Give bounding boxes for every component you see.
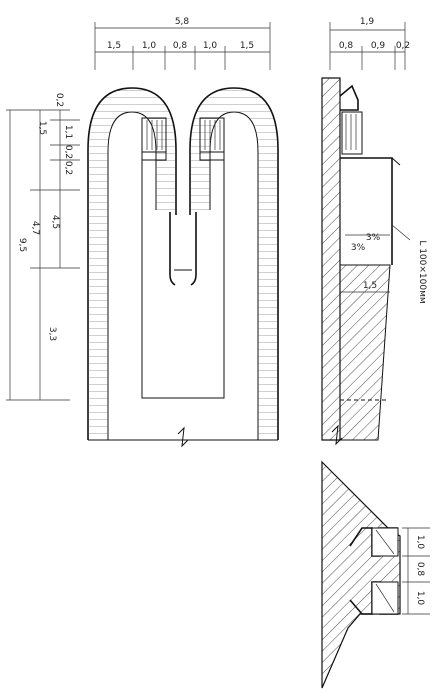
plan-seg-2: 1,0 xyxy=(142,41,157,51)
detail-dim-2: 0,8 xyxy=(415,562,425,577)
plan-top-dimension: 5,8 1,5 1,0 0,8 1,0 1,5 xyxy=(94,17,271,70)
plan-view xyxy=(87,87,279,448)
section-seg-2: 0,9 xyxy=(371,41,386,51)
dim-1-1: 1,1 xyxy=(63,125,73,139)
detail-dim-1: 1,0 xyxy=(415,535,425,550)
section-view: 3% 3% L 100×100мм 1,5 xyxy=(321,77,427,446)
dim-0-2-a: 0,2 xyxy=(63,145,73,159)
plan-seg-1: 1,5 xyxy=(107,41,121,51)
plan-seg-5: 1,5 xyxy=(240,41,254,51)
dim-4-5: 4,5 xyxy=(50,215,60,229)
section-label-b: 3% xyxy=(351,243,366,253)
plan-seg-3: 0,8 xyxy=(173,41,188,51)
dim-total: 9,5 xyxy=(17,238,27,252)
section-label-a: 3% xyxy=(366,233,381,243)
dim-1-5: 1,5 xyxy=(37,121,47,135)
detail-view: 1,0 0,8 1,0 xyxy=(321,460,430,689)
section-top-dimension: 1,9 0,8 0,9 0,2 xyxy=(329,17,410,70)
section-seg-3: 0,2 xyxy=(396,41,410,51)
left-dimensions: 9,5 4,7 3,3 4,5 0,2 1,5 1,1 0,2 0,2 xyxy=(6,93,80,401)
plan-seg-4: 1,0 xyxy=(203,41,218,51)
plan-overall-width: 5,8 xyxy=(175,17,190,27)
detail-dim-3: 1,0 xyxy=(415,591,425,606)
plan-grate-right xyxy=(199,117,225,161)
section-overall-width: 1,9 xyxy=(360,17,375,27)
dim-4-7: 4,7 xyxy=(30,221,40,235)
section-angle-label: L 100×100мм xyxy=(417,240,427,303)
dim-0-2-b: 0,2 xyxy=(63,161,73,175)
section-seg-1: 0,8 xyxy=(339,41,354,51)
dim-0-2-top: 0,2 xyxy=(54,93,64,107)
plan-grate-left xyxy=(141,117,167,161)
section-dim-bottom: 1,5 xyxy=(363,281,377,291)
dim-3-3: 3,3 xyxy=(47,327,57,341)
